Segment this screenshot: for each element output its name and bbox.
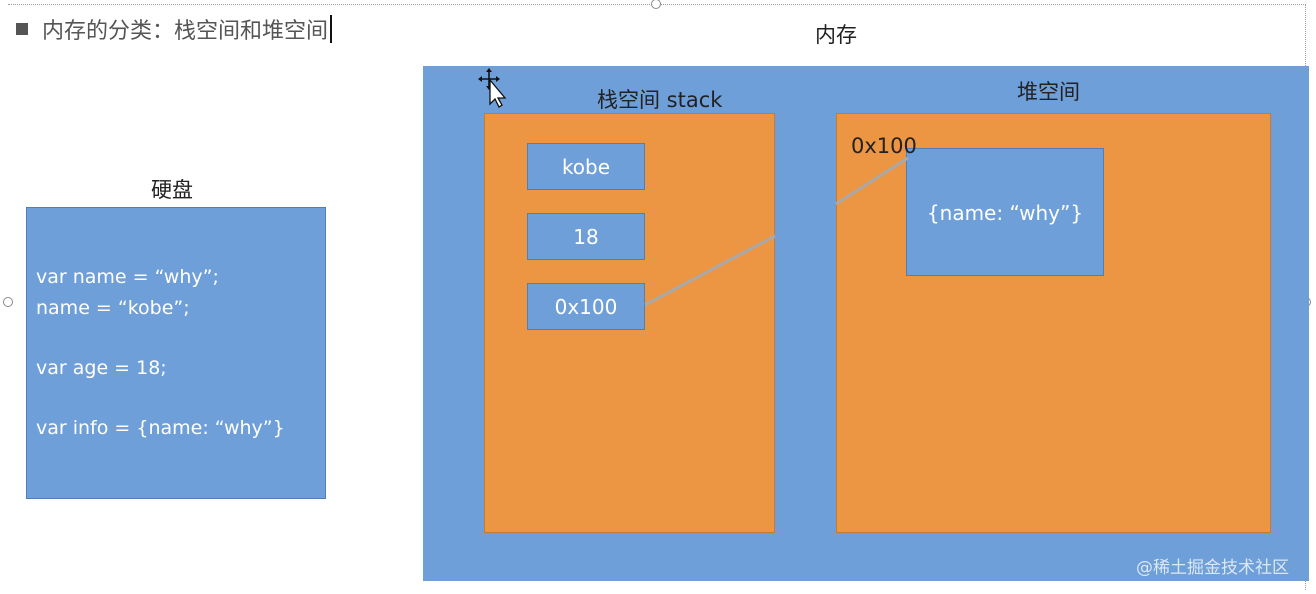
heading-text: 内存的分类：栈空间和堆空间 [42,19,329,44]
watermark: @稀土掘金技术社区 [1136,558,1289,578]
heap-title: 堆空间 [1017,80,1080,104]
text-cursor [330,15,333,43]
square-bullet-icon [16,23,28,35]
resize-handle-left[interactable] [3,297,13,307]
heap-address-label: 0x100 [851,134,917,158]
disk-box: var name = “why”; name = “kobe”; var age… [26,207,326,499]
slide-heading[interactable]: 内存的分类：栈空间和堆空间 [16,14,333,44]
code-line: var name = “why”; [36,266,219,288]
stack-cell-name: kobe [527,143,645,190]
code-line: var age = 18; [36,357,167,379]
stack-cell-age: 18 [527,213,645,260]
disk-title: 硬盘 [151,178,193,202]
memory-title: 内存 [815,23,857,47]
resize-handle-top[interactable] [651,0,661,9]
move-cursor-icon [478,68,507,108]
code-line: var info = {name: “why”} [36,417,285,439]
code-line: name = “kobe”; [36,297,190,319]
heap-object: {name: “why”} [906,148,1104,276]
stack-title: 栈空间 stack [597,88,723,112]
stack-cell-info: 0x100 [527,283,645,330]
